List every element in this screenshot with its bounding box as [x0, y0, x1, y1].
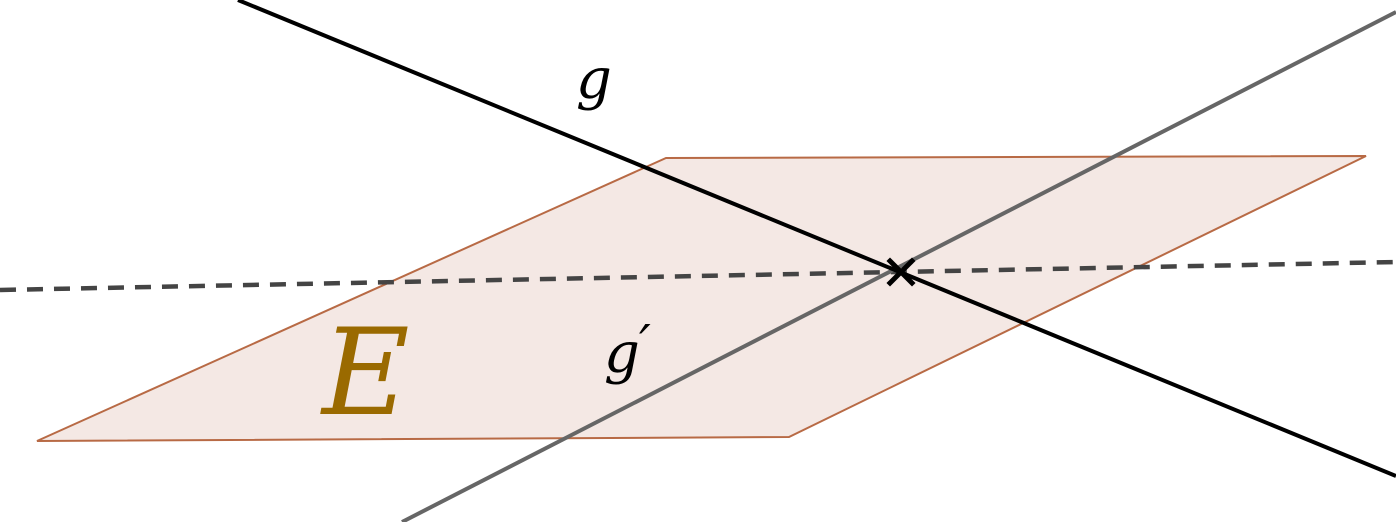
- label-g-prime: g: [604, 321, 640, 386]
- intersection-mark: [886, 257, 916, 287]
- label-plane-e: E: [320, 304, 410, 443]
- label-g: g: [576, 47, 612, 112]
- plane-e: [36, 155, 1367, 442]
- dashed-line: [0, 259, 1396, 293]
- line-g: [237, 0, 1396, 478]
- label-g-prime-mark: ′: [639, 315, 651, 375]
